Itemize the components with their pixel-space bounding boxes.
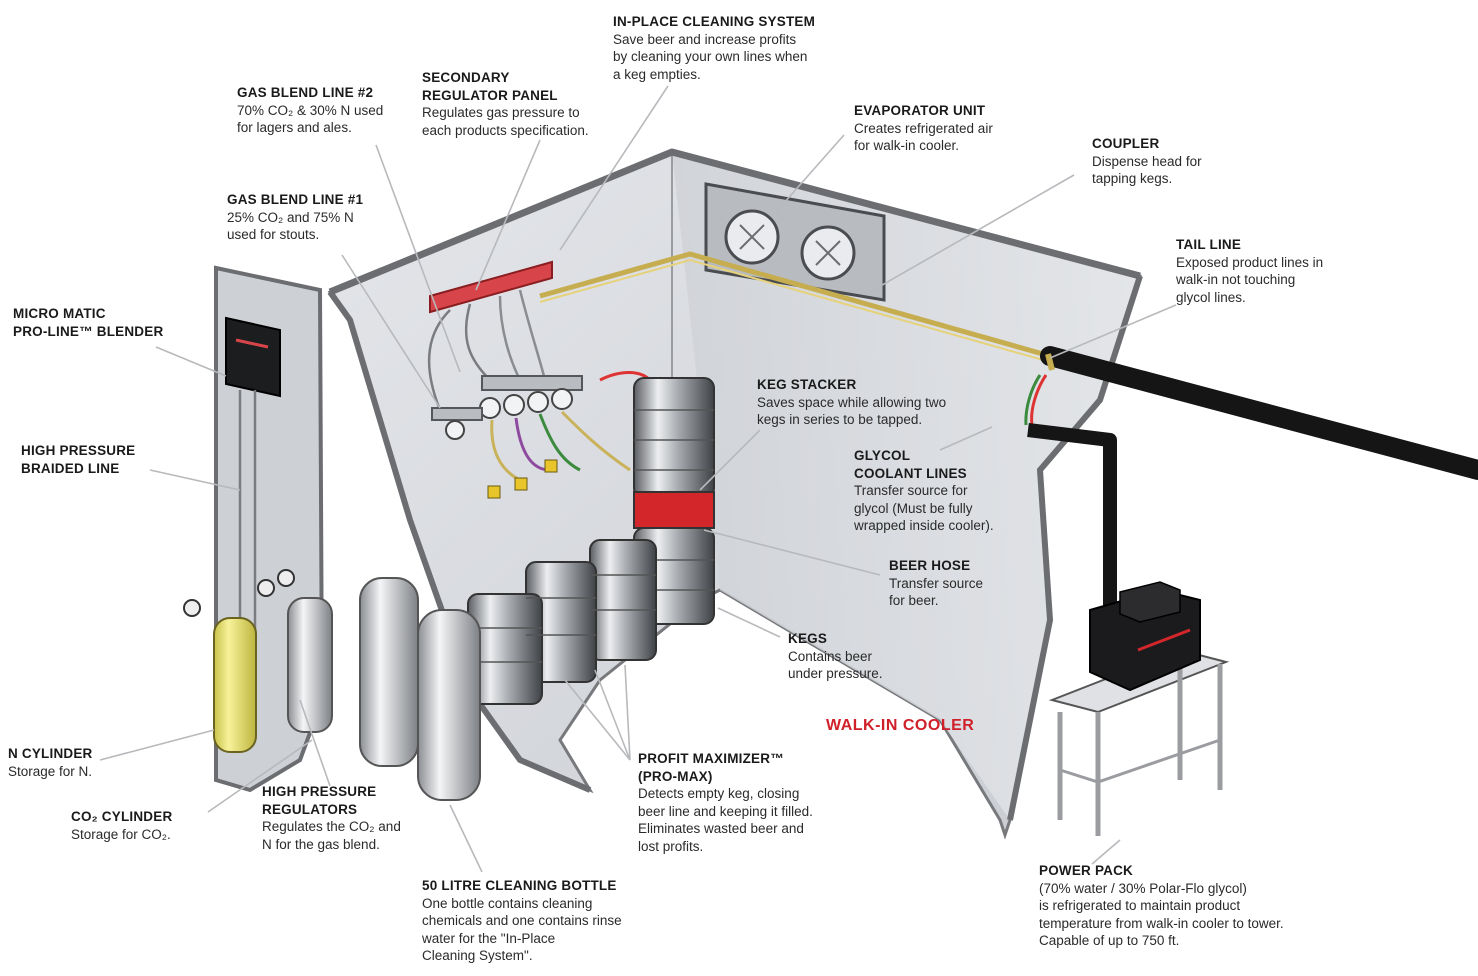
regulator-manifold <box>431 375 583 440</box>
trunk-line <box>1024 346 1478 480</box>
secondary-regulator-panel <box>429 260 553 314</box>
pro-line-blender <box>225 316 281 398</box>
kegs <box>467 539 657 705</box>
glycol-pipe <box>1027 423 1117 610</box>
shutoff-valves <box>487 459 558 499</box>
cylinders <box>183 569 481 801</box>
glycol-trunk <box>539 251 1051 363</box>
label-power-pack: POWER PACK(70% water / 30% Polar-Flo gly… <box>1039 863 1284 948</box>
label-profit-maximizer: PROFIT MAXIMIZER™(PRO-MAX)Detects empty … <box>638 751 813 854</box>
leader-lines <box>99 85 1177 873</box>
walk-in-cooler-label: WALK-IN COOLER <box>826 717 975 734</box>
power-pack <box>1048 581 1230 836</box>
